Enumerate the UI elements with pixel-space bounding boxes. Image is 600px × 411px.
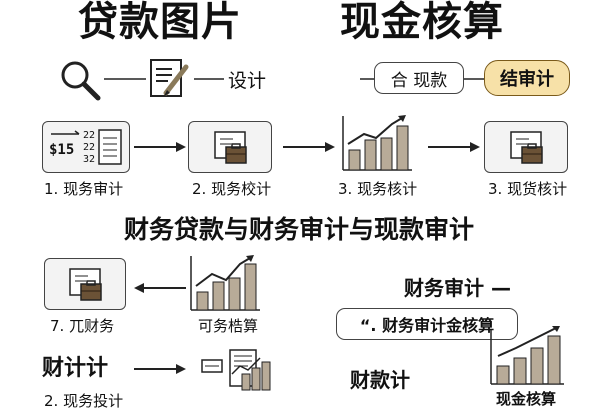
connector-line-2 <box>194 78 224 80</box>
flow-label-2: 2. 现务校计 <box>192 180 272 198</box>
arrow-right-4 <box>134 364 186 374</box>
magnifier-icon <box>61 61 101 101</box>
flow-card-4 <box>484 121 568 173</box>
flow-label-1: 1. 现务审计 <box>44 180 124 198</box>
case-card <box>44 258 126 310</box>
growth-bar-chart-icon <box>190 255 260 311</box>
connector-line-1 <box>104 78 146 80</box>
title-left: 贷款图片 <box>78 0 242 45</box>
doc-badge: $15 <box>49 142 74 158</box>
doc-number-1: 22 <box>83 130 95 141</box>
report-chart-icon <box>201 349 271 391</box>
flow-card-1: $15 22 22 32 <box>42 121 130 173</box>
document-pen-icon <box>150 59 189 97</box>
section-title: 财务贷款与财务审计与现款审计 <box>124 215 475 244</box>
doc-number-3: 32 <box>83 154 95 165</box>
briefcase-document-icon <box>214 131 247 164</box>
label-design: 设计 <box>228 70 267 92</box>
growth-bar-chart-icon <box>490 326 564 385</box>
bottom-label-left: 2. 现务投计 <box>44 392 124 410</box>
chart-label-left: 可务梏算 <box>198 317 259 335</box>
arrow-right-1 <box>134 142 186 152</box>
briefcase-document-icon <box>69 268 102 301</box>
doc-number-2: 22 <box>83 142 95 153</box>
chart-label-right: 现金核算 <box>496 390 557 408</box>
pill-audit-result: 结审计 <box>484 60 570 96</box>
arrow-right-3 <box>428 142 480 152</box>
quote-box: “. 财务审计金核算 <box>336 308 518 340</box>
pill-cash-merge: 合 现款 <box>374 62 464 94</box>
connector-line-3 <box>360 78 376 80</box>
flow-label-4: 3. 现货核计 <box>488 180 568 198</box>
arrow-left <box>134 283 186 293</box>
briefcase-document-icon <box>510 131 543 164</box>
arrow-right-2 <box>283 142 335 152</box>
connector-line-4 <box>464 78 486 80</box>
flow-card-2 <box>188 121 272 173</box>
case-label: 7. 兀财务 <box>50 317 115 335</box>
label-right: 财款计 <box>350 368 410 392</box>
stamp-text: 财计计 <box>42 356 109 381</box>
flow-label-3: 3. 现务核计 <box>338 180 418 198</box>
heading-right: 财务审计 — <box>404 276 511 300</box>
ledger-document-icon: $15 22 22 32 <box>49 129 122 165</box>
title-right: 现金核算 <box>340 0 504 45</box>
growth-bar-chart-icon <box>342 115 412 171</box>
